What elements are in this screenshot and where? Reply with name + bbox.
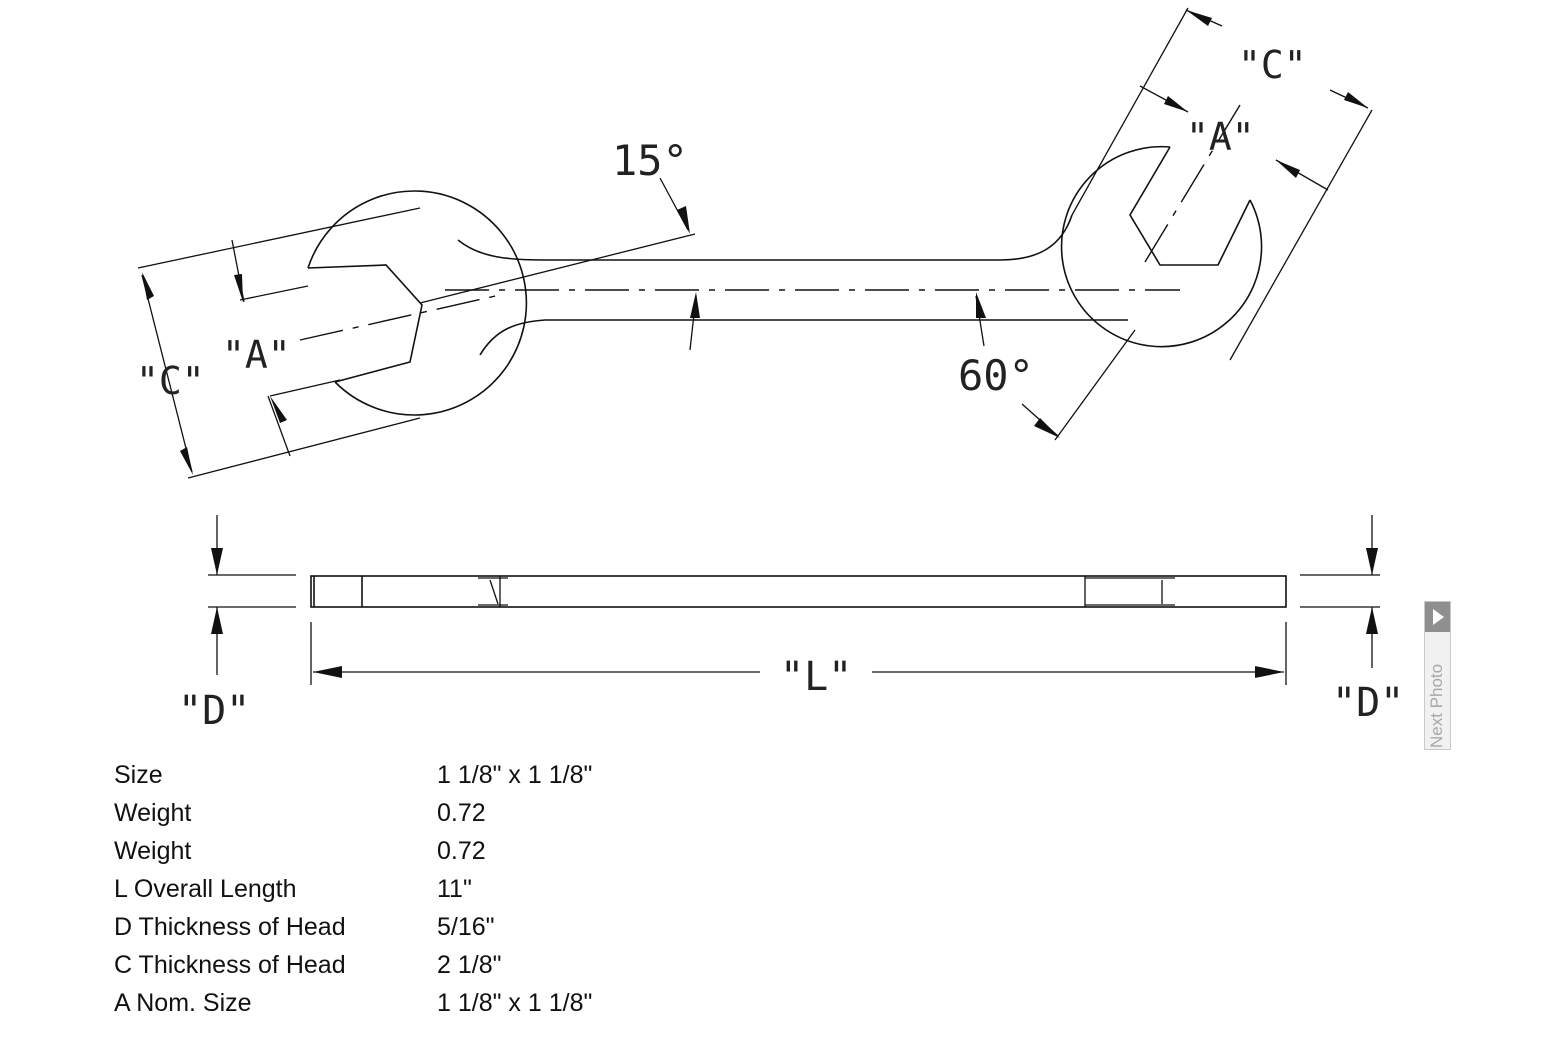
- spec-label: Weight: [114, 837, 192, 865]
- table-row: Size 1 1/8" x 1 1/8": [114, 756, 592, 794]
- wrench-technical-drawing: 15° 60° "C" "A" "C" "A" "L" "D" "D": [136, 7, 1404, 734]
- spec-value: 1 1/8" x 1 1/8": [437, 989, 593, 1017]
- l-label: "L": [780, 654, 852, 700]
- a-label-left: "A": [222, 333, 291, 377]
- d-label-right: "D": [1332, 680, 1404, 726]
- l-dimension: [310, 622, 1287, 685]
- table-row: D Thickness of Head 5/16": [114, 908, 592, 946]
- spec-label: Size: [114, 761, 163, 789]
- c-label-right: "C": [1238, 43, 1307, 87]
- spec-value: 0.72: [437, 799, 486, 827]
- spec-label: L Overall Length: [114, 875, 297, 903]
- spec-label: A Nom. Size: [114, 989, 252, 1017]
- table-row: Weight 0.72: [114, 794, 592, 832]
- wrench-top-view: [299, 104, 1263, 416]
- spec-value: 11": [437, 875, 472, 903]
- right-head-dimensions: [1054, 7, 1373, 441]
- wrench-side-view: [310, 575, 1287, 608]
- next-photo-label[interactable]: Next Photo: [1427, 663, 1446, 748]
- table-row: L Overall Length 11": [114, 870, 592, 908]
- angle-15-label: 15°: [612, 136, 688, 185]
- table-row: Weight 0.72: [114, 832, 592, 870]
- spec-value: 2 1/8": [437, 951, 502, 979]
- d-dimensions: [208, 515, 1380, 675]
- d-label-left: "D": [178, 688, 250, 734]
- angle-60-label: 60°: [958, 351, 1034, 400]
- spec-value: 0.72: [437, 837, 486, 865]
- specifications-table: Size 1 1/8" x 1 1/8" Weight 0.72 Weight …: [114, 756, 592, 1022]
- spec-label: D Thickness of Head: [114, 913, 346, 941]
- play-arrow-icon[interactable]: [1425, 602, 1450, 632]
- left-head-dimensions: [137, 207, 421, 479]
- table-row: A Nom. Size 1 1/8" x 1 1/8": [114, 984, 592, 1022]
- spec-label: Weight: [114, 799, 192, 827]
- a-label-right: "A": [1186, 115, 1255, 159]
- c-label-left: "C": [136, 359, 205, 403]
- angle-callouts: [419, 177, 1060, 438]
- spec-value: 5/16": [437, 913, 495, 941]
- spec-value: 1 1/8" x 1 1/8": [437, 761, 593, 789]
- next-photo-button[interactable]: Next Photo: [1424, 601, 1451, 750]
- table-row: C Thickness of Head 2 1/8": [114, 946, 592, 984]
- spec-label: C Thickness of Head: [114, 951, 346, 979]
